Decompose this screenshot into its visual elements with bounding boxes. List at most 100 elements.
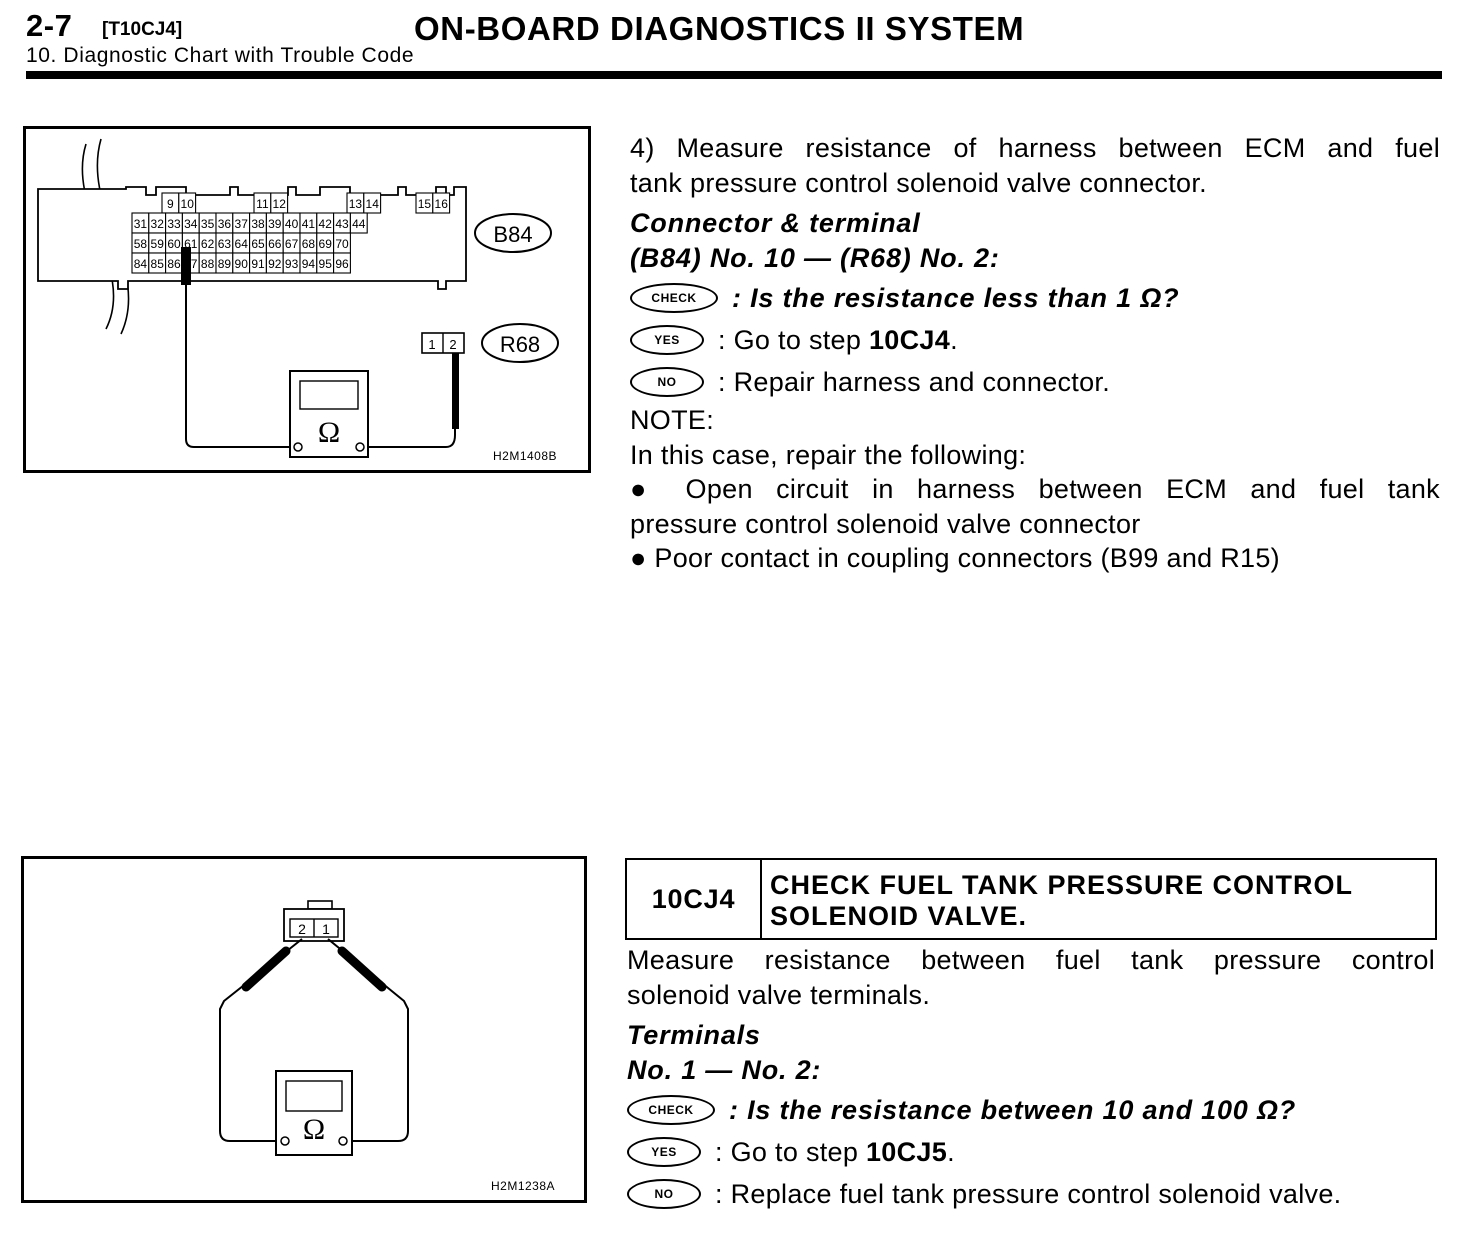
ecm-terminal-number: 68 [302,237,316,251]
yes-badge: YES [627,1137,701,1167]
header-rule [26,71,1442,79]
ecm-terminal-number: 85 [151,257,165,271]
yes-text: : Go to step [715,1136,866,1167]
step-title-line: SOLENOID VALVE. [770,901,1028,931]
ohm-symbol: Ω [318,416,340,449]
ecm-terminal-number: 95 [319,257,333,271]
ecm-terminal-number: 31 [134,217,148,231]
step-title: CHECK FUEL TANK PRESSURE CONTROL SOLENOI… [762,860,1435,938]
ecm-terminal-number: 86 [167,257,181,271]
ecm-terminal-number: 41 [302,217,316,231]
terminal-spec: (B84) No. 10 — (R68) No. 2: [630,242,1000,273]
ohm-symbol: Ω [303,1113,325,1146]
ecm-terminal-number: 39 [268,217,282,231]
ecm-terminal-number: 9 [167,197,174,211]
ecm-terminal-number: 42 [319,217,333,231]
terminal-spec: No. 1 — No. 2: [627,1054,822,1085]
step-title-line: CHECK FUEL TANK PRESSURE CONTROL [770,870,1354,900]
note-item: ● Poor contact in coupling connectors (B… [630,543,1280,573]
ecm-terminal-number: 33 [167,217,181,231]
ecm-terminal-number: 59 [151,237,165,251]
check-question: : Is the resistance between 10 and 100 Ω… [729,1094,1297,1125]
ecm-terminal-number: 84 [134,257,148,271]
ecm-terminal-number: 60 [167,237,181,251]
ecm-terminal-cell [363,192,382,214]
note-intro: In this case, repair the following: [630,439,1027,470]
solenoid-terminal-1: 1 [322,921,330,937]
ecm-terminal-number: 43 [335,217,349,231]
figure-code: H2M1408B [493,449,558,463]
ecm-terminal-number: 66 [268,237,282,251]
ecm-terminal-number: 70 [335,237,349,251]
ecm-terminal-number: 37 [235,217,249,231]
yes-step: 10CJ5 [865,1136,948,1167]
ecm-terminal-cell [349,212,368,234]
yes-step: 10CJ4 [868,324,951,355]
ecm-terminal-number: 88 [201,257,215,271]
ecm-terminal-number: 38 [251,217,265,231]
ecm-terminal-number: 36 [218,217,232,231]
r68-terminal-2: 2 [449,337,456,352]
note-label: NOTE: [630,405,715,435]
page-title: ON-BOARD DIAGNOSTICS II SYSTEM [414,10,1025,47]
ecm-terminal-number: 11 [256,197,269,211]
ecm-terminal-number: 93 [285,257,299,271]
ecm-terminal-number: 96 [335,257,349,271]
no-text: : Replace fuel tank pressure control sol… [715,1178,1342,1209]
ecm-terminal-number: 64 [235,237,249,251]
step-10cj4-line: Measure resistance between fuel tank pre… [627,945,1435,975]
terminal-heading: Terminals [627,1020,761,1050]
connector-b84-label: B84 [493,222,532,247]
no-badge: NO [627,1179,701,1209]
check-row: CHECK : Is the resistance between 10 and… [627,1089,1435,1131]
ecm-terminal-number: 13 [349,197,363,211]
step-10cj4-header: 10CJ4 CHECK FUEL TANK PRESSURE CONTROL S… [625,858,1437,940]
check-row: CHECK : Is the resistance less than 1 Ω? [630,277,1440,319]
ecm-terminal-number: 90 [235,257,249,271]
ecm-terminal-number: 67 [285,237,299,251]
ecm-terminal-number: 58 [134,237,148,251]
ecm-terminal-number: 69 [319,237,333,251]
no-badge: NO [630,367,704,397]
r68-terminal-1: 1 [428,337,435,352]
section-code: [T10CJ4] [102,19,183,40]
ecm-terminal-number: 65 [251,237,265,251]
yes-badge: YES [630,325,704,355]
ecm-terminal-number: 10 [181,197,195,211]
no-row: NO : Replace fuel tank pressure control … [627,1173,1435,1215]
ecm-terminal-number: 34 [184,217,198,231]
ecm-terminal-number: 89 [218,257,232,271]
connector-r68-label: R68 [500,332,540,357]
no-text: : Repair harness and connector. [718,366,1111,397]
page-number: 2-7 [26,8,73,43]
step-4-text: 4) Measure resistance of harness between… [630,131,1440,576]
step-id: 10CJ4 [627,860,762,938]
ecm-terminal-number: 16 [435,197,449,211]
ecm-terminal-number: 15 [418,197,432,211]
step-4-line: 4) Measure resistance of harness between… [630,133,1440,163]
check-question: : Is the resistance less than 1 Ω? [732,282,1180,313]
ecm-terminal-number: 91 [251,257,265,271]
ecm-terminal-number: 14 [366,197,380,211]
ecm-terminal-number: 35 [201,217,215,231]
page-subtitle: 10. Diagnostic Chart with Trouble Code [26,44,415,67]
solenoid-terminal-2: 2 [298,921,306,937]
figure-solenoid-measurement: 2 1 Ω H2M1238A [21,856,587,1203]
ecm-terminal-cell [432,192,451,214]
note-item: ● Open circuit in harness between ECM an… [630,474,1440,504]
ecm-terminal-number: 94 [302,257,316,271]
ecm-terminal-number: 12 [273,197,287,211]
ecm-terminal-number: 92 [268,257,282,271]
ecm-terminal-number: 40 [285,217,299,231]
ecm-terminal-number: 44 [352,217,366,231]
step-4-paragraph: 4) Measure resistance of harness between… [630,131,1440,200]
note-item-continued: pressure control solenoid valve connecto… [630,508,1141,539]
solenoid-diagram: 2 1 Ω [219,900,409,1156]
step-10cj4-text: Measure resistance between fuel tank pre… [627,943,1435,1215]
ecm-terminal-number: 63 [218,237,232,251]
step-4-line: tank pressure control solenoid valve con… [630,167,1207,198]
yes-end: . [947,1136,955,1167]
no-row: NO : Repair harness and connector. [630,361,1440,403]
